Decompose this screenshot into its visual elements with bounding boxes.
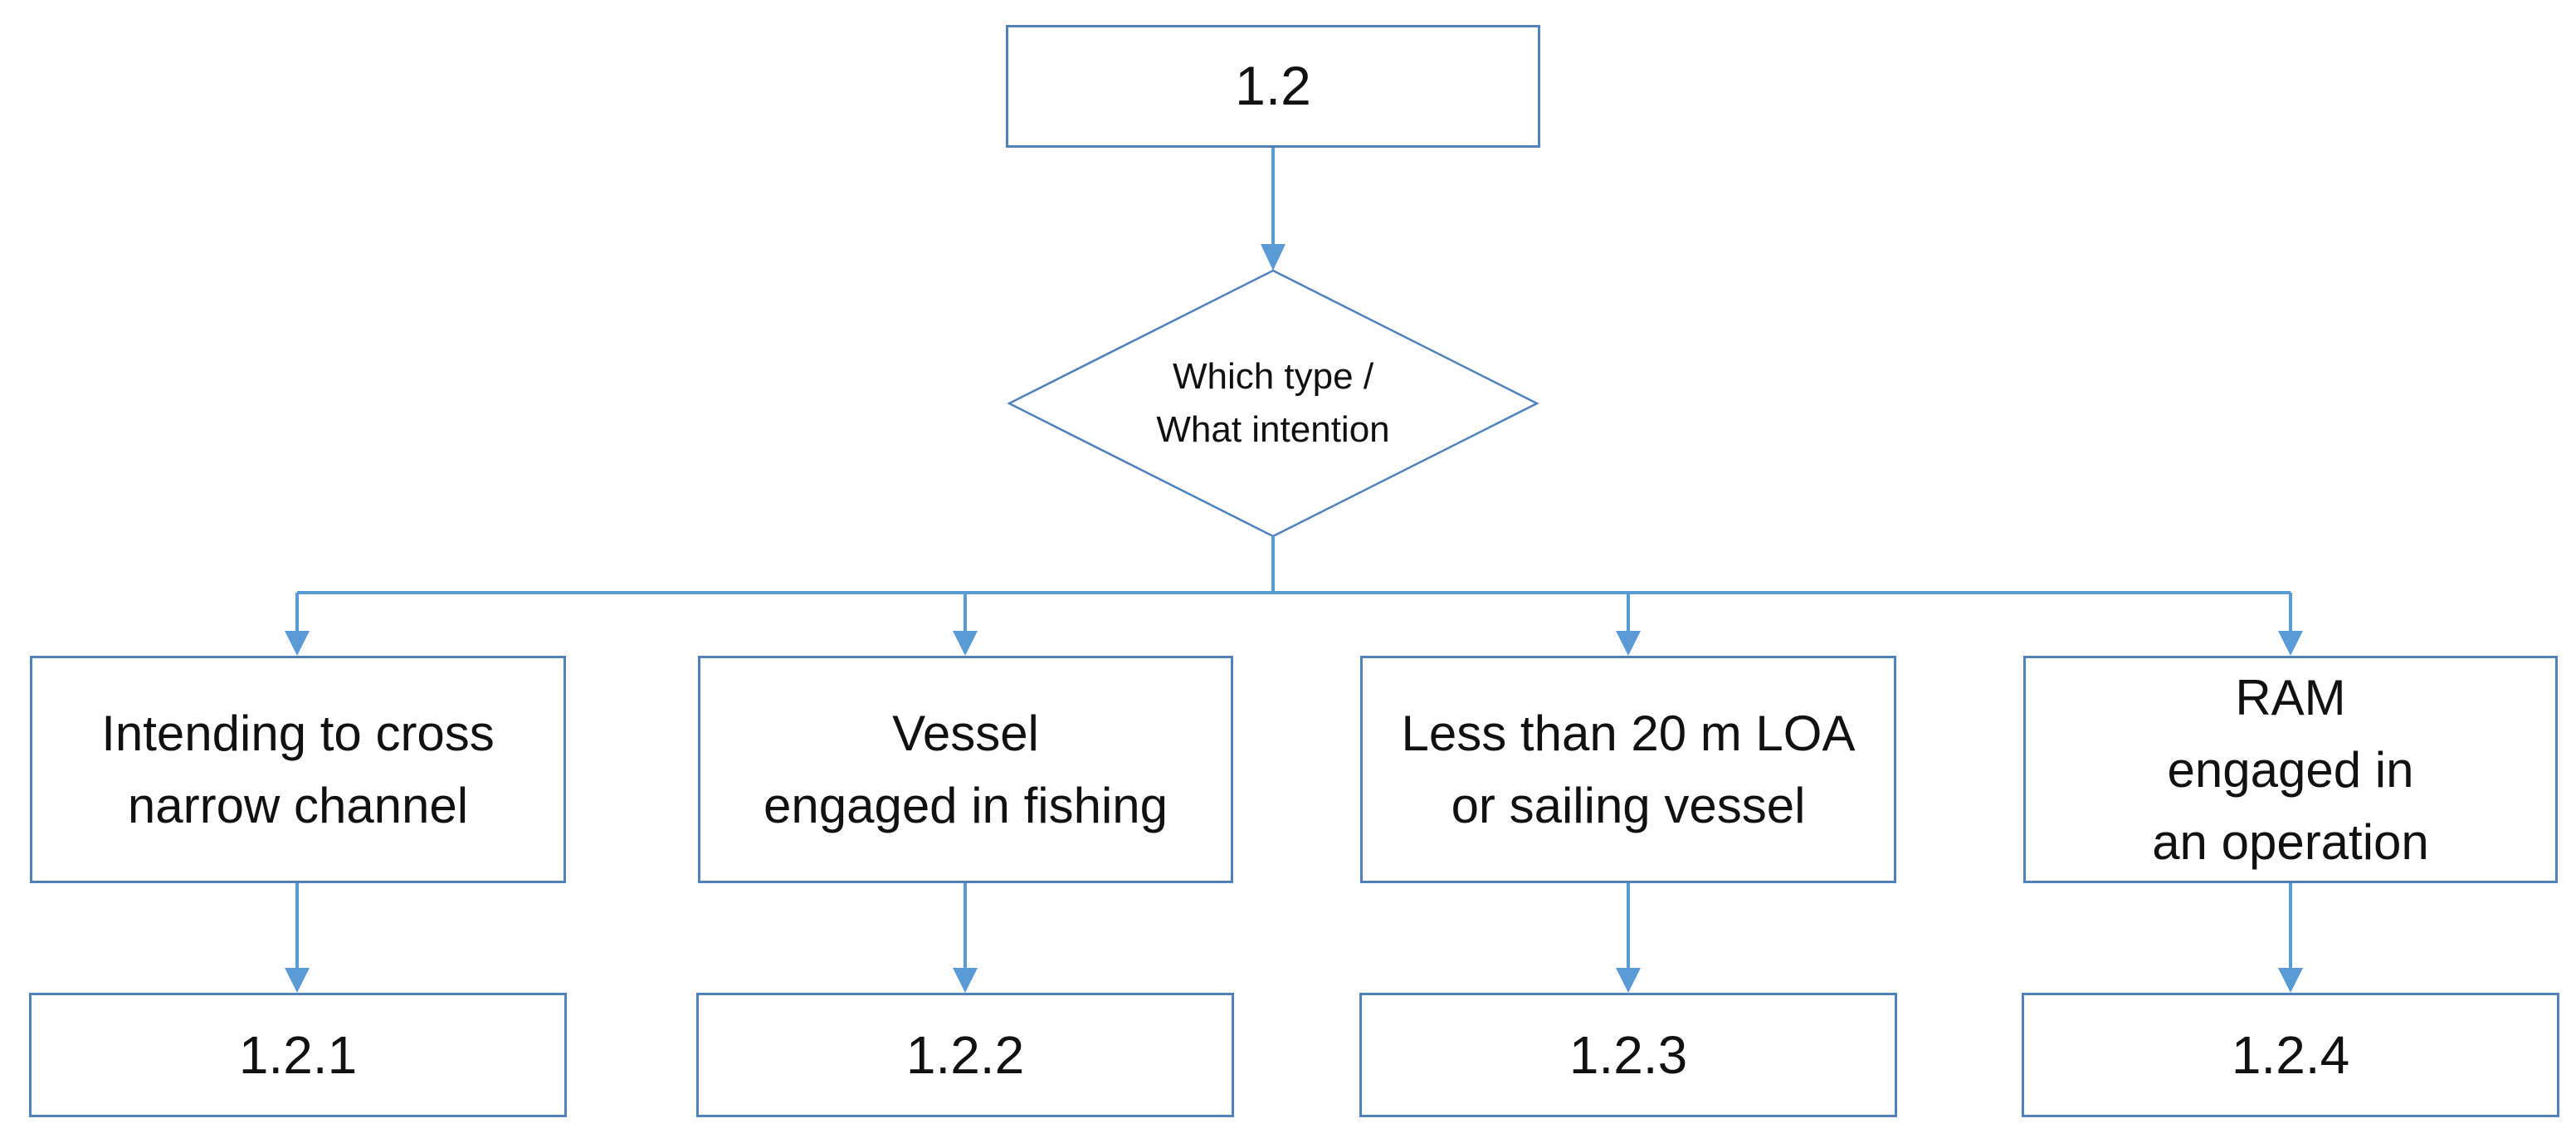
node-condition-1: Intending to cross narrow channel (30, 656, 566, 883)
arrow-root-to-decision-head (1261, 244, 1286, 271)
node-result-4-label: 1.2.4 (2231, 1024, 2350, 1085)
node-condition-2: Vessel engaged in fishing (698, 656, 1233, 883)
arrow-branch-1-head (285, 631, 310, 656)
node-result-3: 1.2.3 (1359, 993, 1897, 1117)
node-root: 1.2 (1006, 25, 1540, 148)
node-result-4: 1.2.4 (2022, 993, 2559, 1117)
node-result-1-label: 1.2.1 (238, 1024, 358, 1085)
arrow-result-2-head (953, 968, 978, 993)
node-condition-4: RAM engaged in an operation (2023, 656, 2558, 883)
arrow-result-1-head (285, 968, 310, 993)
node-condition-3-label: Less than 20 m LOA or sailing vessel (1401, 706, 1856, 833)
node-condition-4-label: RAM engaged in an operation (2152, 669, 2429, 870)
node-result-1: 1.2.1 (29, 993, 567, 1117)
arrow-branch-3-head (1616, 631, 1641, 656)
node-decision-label: Which type / What intention (1156, 356, 1390, 450)
node-result-2-label: 1.2.2 (905, 1024, 1025, 1085)
arrow-result-4-head (2278, 968, 2303, 993)
node-condition-1-label: Intending to cross narrow channel (101, 706, 495, 833)
node-result-3-label: 1.2.3 (1569, 1024, 1688, 1085)
node-condition-3: Less than 20 m LOA or sailing vessel (1360, 656, 1896, 883)
arrow-result-3-head (1616, 968, 1641, 993)
node-result-2: 1.2.2 (696, 993, 1234, 1117)
arrow-branch-2-head (953, 631, 978, 656)
arrow-branch-4-head (2278, 631, 2303, 656)
node-root-label: 1.2 (1235, 55, 1311, 117)
node-condition-2-label: Vessel engaged in fishing (763, 706, 1168, 833)
